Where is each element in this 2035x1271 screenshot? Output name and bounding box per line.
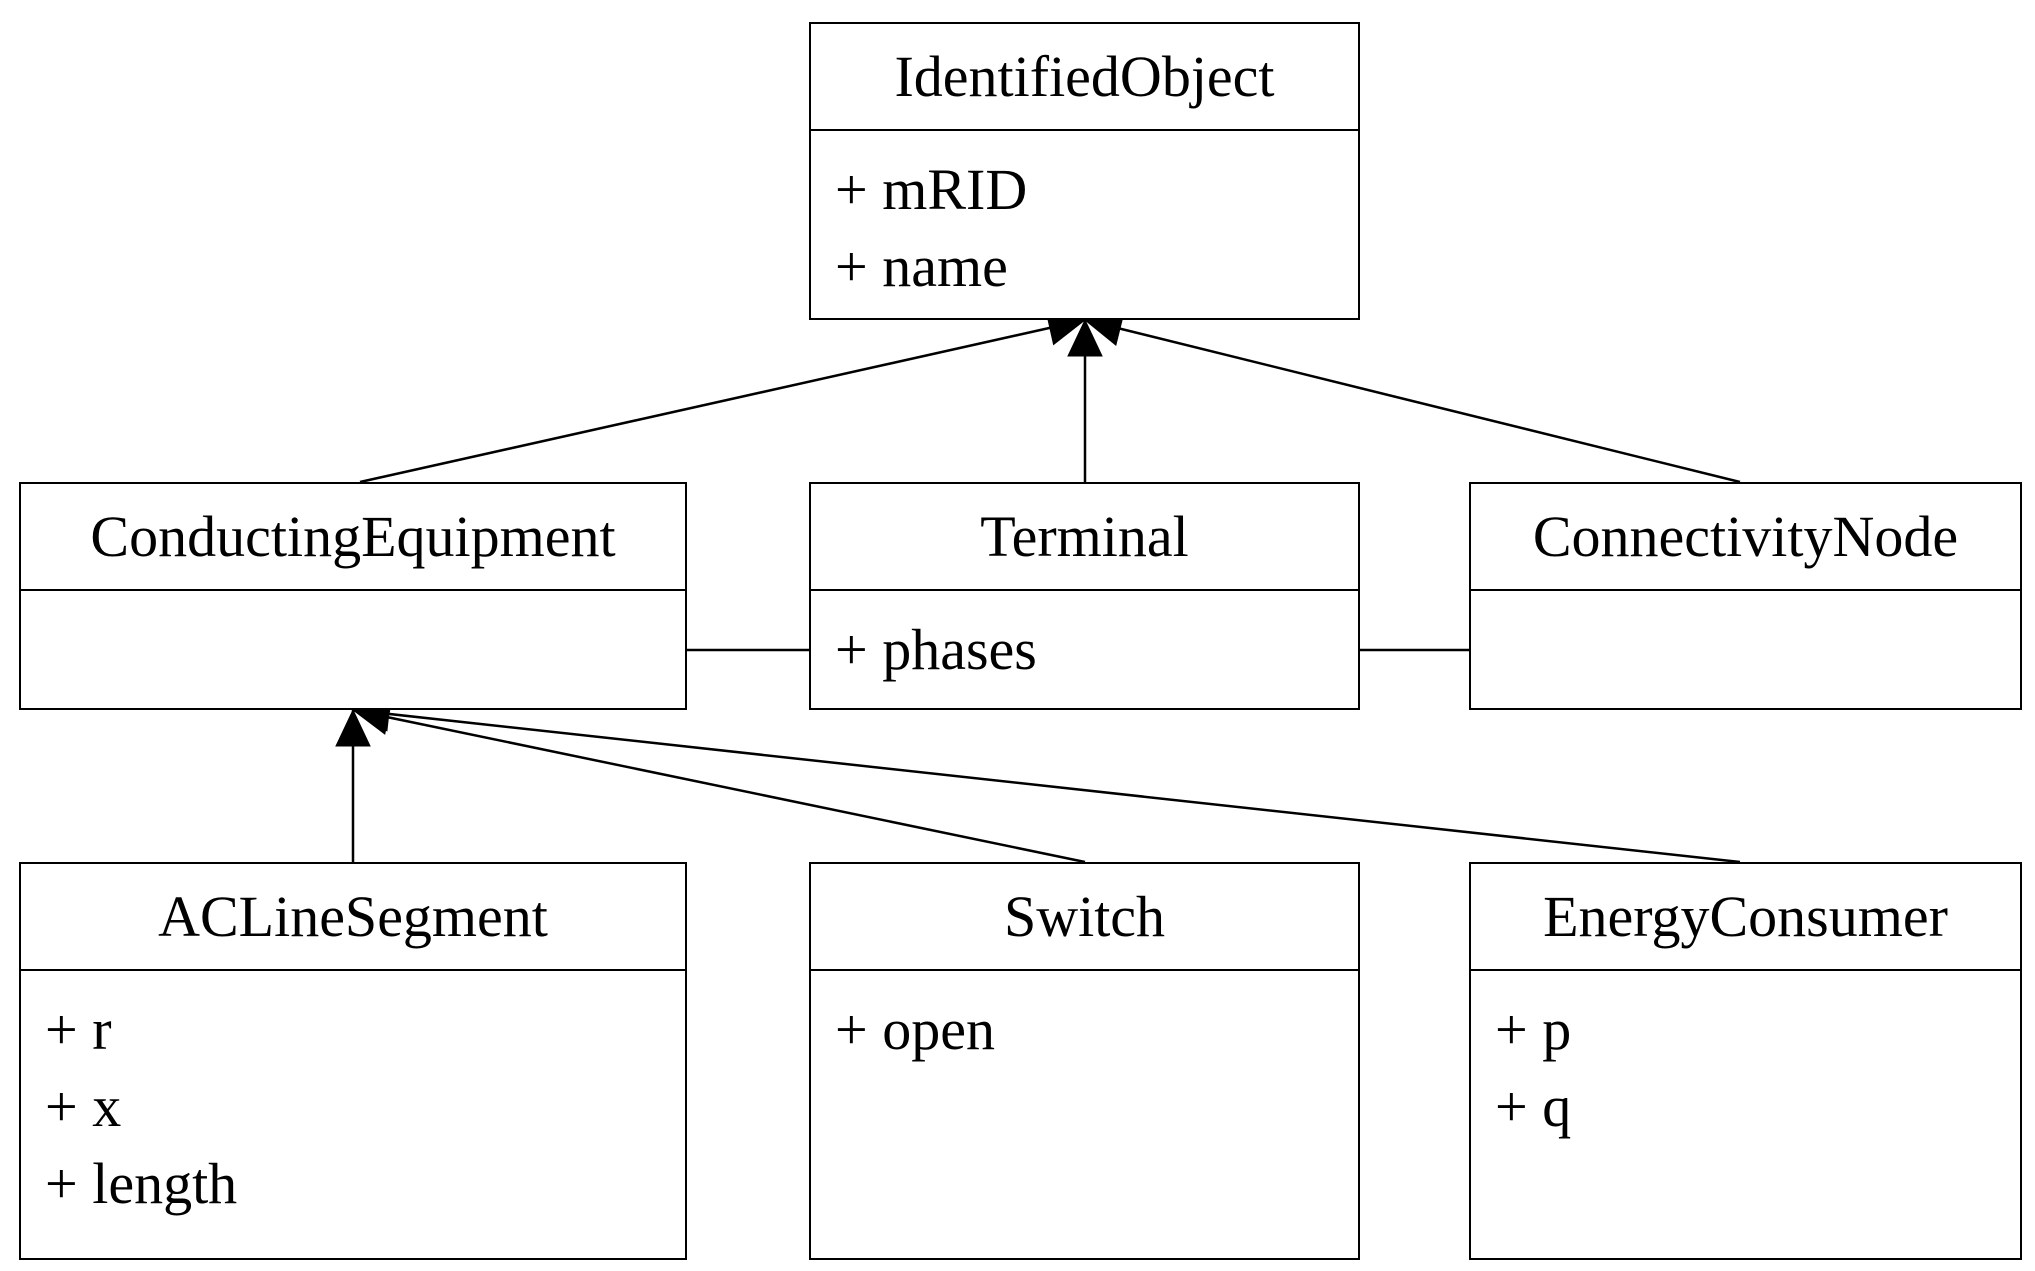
attribute-list: + p + q (1471, 971, 2020, 1258)
generalization-line-connectivity-node (1084, 318, 1741, 484)
class-name: ConductingEquipment (21, 484, 685, 591)
class-conducting-equipment: ConductingEquipment (19, 482, 687, 710)
attribute: + mRID (835, 157, 1028, 222)
class-terminal: Terminal + phases (809, 482, 1360, 710)
class-name: EnergyConsumer (1471, 864, 2020, 971)
attribute: + x (45, 1074, 122, 1139)
attribute-list: + mRID + name (811, 131, 1358, 318)
class-name: ACLineSegment (21, 864, 685, 971)
class-name: ConnectivityNode (1471, 484, 2020, 591)
attribute: + phases (835, 617, 1037, 682)
inheritance-arrowhead (1067, 318, 1103, 357)
class-connectivity-node: ConnectivityNode (1469, 482, 2022, 710)
class-ac-line-segment: ACLineSegment + r + x + length (19, 862, 687, 1260)
class-energy-consumer: EnergyConsumer + p + q (1469, 862, 2022, 1260)
attribute-list: + open (811, 971, 1358, 1258)
class-switch: Switch + open (809, 862, 1360, 1260)
class-name: IdentifiedObject (811, 24, 1358, 131)
attribute: + length (45, 1151, 238, 1216)
class-name: Switch (811, 864, 1358, 971)
attribute-list (1471, 591, 2020, 708)
generalization-line-energy-consumer (352, 708, 1741, 864)
attribute: + p (1495, 997, 1572, 1062)
attribute-list (21, 591, 685, 708)
inheritance-arrowhead (335, 708, 371, 747)
generalization-line-conducting-equipment (359, 318, 1086, 484)
class-identified-object: IdentifiedObject + mRID + name (809, 22, 1360, 320)
attribute: + q (1495, 1074, 1572, 1139)
attribute: + name (835, 234, 1008, 299)
class-name: Terminal (811, 484, 1358, 591)
generalization-line-switch (352, 708, 1086, 864)
attribute-list: + phases (811, 591, 1358, 708)
attribute: + r (45, 997, 112, 1062)
attribute-list: + r + x + length (21, 971, 685, 1258)
attribute: + open (835, 997, 995, 1062)
